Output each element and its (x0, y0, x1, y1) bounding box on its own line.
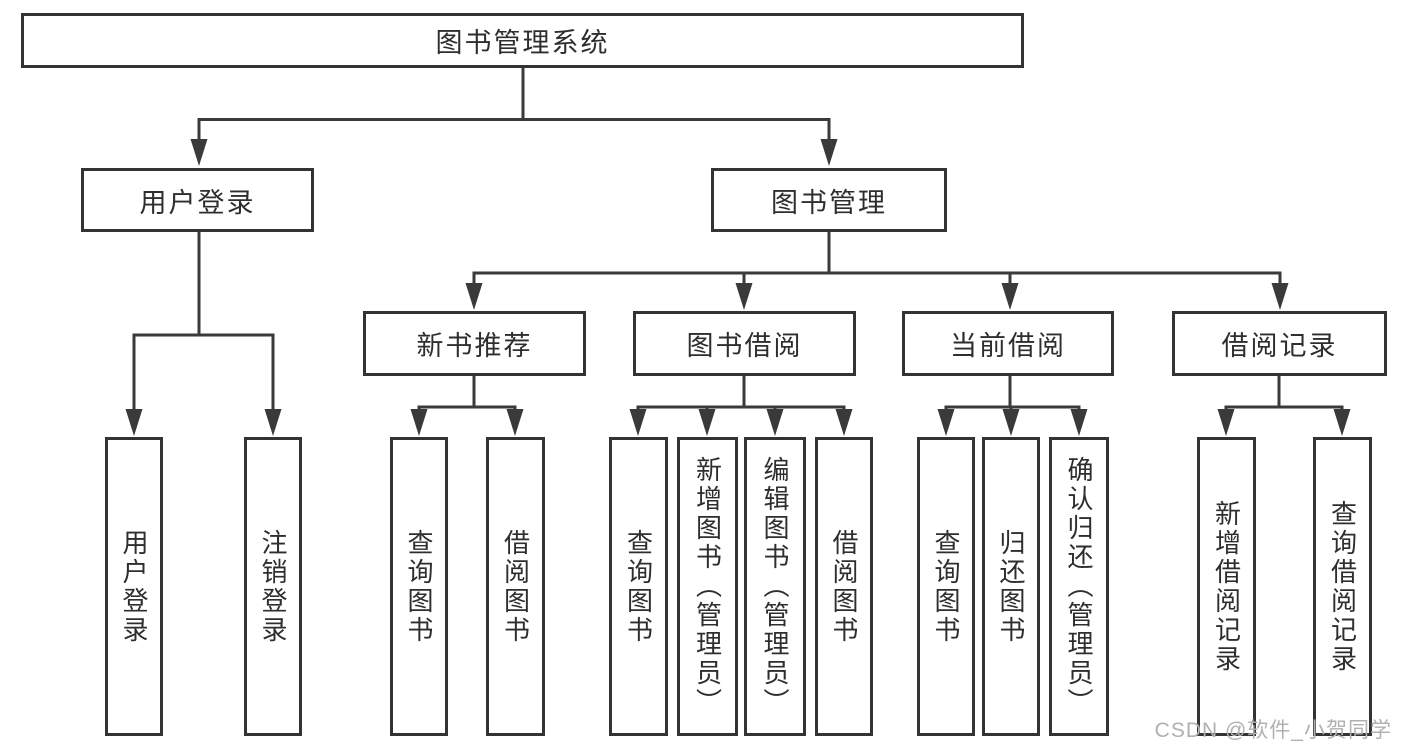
leaf-add-books-admin: 新增图书（管理员） (677, 437, 738, 736)
leaf-return-books: 归还图书 (982, 437, 1040, 736)
leaf-query-books: 查询图书 (609, 437, 668, 736)
leaf-add-borrow-record: 新增借阅记录 (1197, 437, 1256, 736)
leaf-query-books: 查询图书 (390, 437, 448, 736)
node-borrow-records: 借阅记录 (1172, 311, 1387, 376)
leaf-query-borrow-record: 查询借阅记录 (1313, 437, 1372, 736)
node-book-management: 图书管理 (711, 168, 947, 232)
leaf-user-login: 用户登录 (105, 437, 163, 736)
node-current-borrow: 当前借阅 (902, 311, 1114, 376)
leaf-confirm-return-admin: 确认归还（管理员） (1049, 437, 1109, 736)
leaf-edit-books-admin: 编辑图书（管理员） (744, 437, 806, 736)
csdn-watermark: CSDN @软件_小贺同学 (1154, 719, 1392, 742)
leaf-logout: 注销登录 (244, 437, 302, 736)
leaf-borrow-books: 借阅图书 (486, 437, 545, 736)
leaf-borrow-books: 借阅图书 (815, 437, 873, 736)
node-book-borrow: 图书借阅 (633, 311, 856, 376)
node-user-login: 用户登录 (81, 168, 314, 232)
leaf-query-books: 查询图书 (917, 437, 975, 736)
node-new-book-recommend: 新书推荐 (363, 311, 586, 376)
node-root-library-system: 图书管理系统 (21, 13, 1024, 68)
